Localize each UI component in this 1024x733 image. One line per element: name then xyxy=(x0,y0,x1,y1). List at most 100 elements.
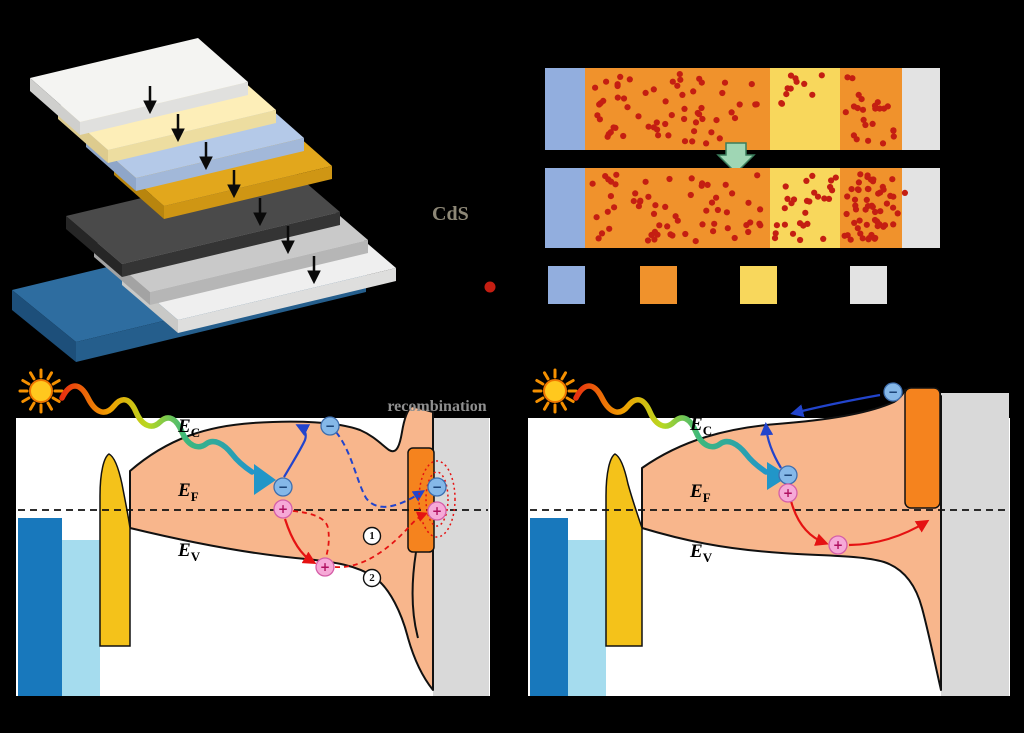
sun-icon xyxy=(532,368,578,414)
electron-collection-arrow xyxy=(790,393,881,418)
cds-nanoparticle-dot xyxy=(844,74,851,81)
cds-nanoparticle-dot xyxy=(681,138,689,145)
cds-nanoparticle-dot xyxy=(872,208,879,216)
hole-trap-path xyxy=(292,510,330,558)
cds-nanoparticle-dot xyxy=(692,119,700,126)
cds-nanoparticle-dot xyxy=(677,76,684,83)
cds-nanoparticle-dot xyxy=(736,101,743,108)
photon-arrowhead-icon xyxy=(767,462,789,490)
film-segment-blue xyxy=(545,68,585,150)
photon-arrowhead-icon xyxy=(254,464,276,495)
cds-nanoparticle-dot xyxy=(710,228,717,235)
fermi-level-label: EF xyxy=(689,481,711,505)
cds-nanoparticle-dot xyxy=(788,200,795,207)
film-bar-after xyxy=(545,168,940,248)
cds-nanoparticle-dot xyxy=(637,198,644,205)
cds-nanoparticle-dot xyxy=(852,206,860,213)
buffer-bar xyxy=(62,540,100,696)
cds-nanoparticle-dot xyxy=(863,221,870,228)
cds-nanoparticle-dot xyxy=(782,183,789,190)
cds-nanoparticle-dot xyxy=(890,221,897,228)
hole-collection-arrow xyxy=(848,519,930,547)
cds-nanoparticle-dot xyxy=(635,113,642,120)
cds-nanoparticle-dot xyxy=(890,133,897,140)
cds-nanoparticle-dot xyxy=(894,210,901,217)
absorber-band-region xyxy=(641,389,942,691)
stack-layer-white-top xyxy=(30,38,248,135)
assembly-arrow-icons xyxy=(143,86,321,285)
svg-text:2: 2 xyxy=(369,572,375,584)
cds-nanoparticle-dot xyxy=(614,94,621,101)
cds-nanoparticle-dot xyxy=(857,171,864,178)
svg-text:−: − xyxy=(432,480,442,494)
cds-nanoparticle-dot xyxy=(645,193,652,200)
cds-nanoparticle-dot xyxy=(890,204,897,211)
cds-band-stripe xyxy=(99,453,131,647)
film-segment-yellow xyxy=(770,68,840,150)
recombination-ellipse-outer xyxy=(418,460,456,538)
cds-nanoparticle-dot xyxy=(868,231,875,239)
back-contact-bar xyxy=(433,418,489,696)
cds-nanoparticle-dot xyxy=(869,120,876,127)
cds-nanoparticle-dot xyxy=(842,109,849,116)
valence-band-label: EV xyxy=(689,541,713,565)
cds-nanoparticle-dot xyxy=(724,225,731,232)
cds-nanoparticle-dot xyxy=(624,104,631,111)
cds-nanoparticle-dot xyxy=(594,112,601,119)
cds-nanoparticle-dot xyxy=(714,206,721,214)
cds-nanoparticle-dot xyxy=(611,204,618,211)
cds-nanoparticle-dot xyxy=(745,199,752,206)
sun-icon xyxy=(18,368,64,414)
cds-nanoparticle-dot xyxy=(698,182,705,189)
cds-nanoparticle-dot xyxy=(880,186,887,193)
cds-band-stripe xyxy=(605,453,643,647)
electron-excitation-arrow xyxy=(283,424,311,478)
electron-icon: − xyxy=(778,465,798,485)
cds-nanoparticle-dot xyxy=(716,135,723,142)
cds-nanoparticle-dot xyxy=(708,199,716,206)
cds-nanoparticle-dot xyxy=(689,138,696,145)
cds-nanoparticle-dot xyxy=(787,72,795,79)
electron-icon: − xyxy=(427,477,447,497)
cds-nanoparticle-dot xyxy=(849,75,856,82)
cds-nanoparticle-dot xyxy=(884,103,891,110)
cds-nanoparticle-dot xyxy=(828,177,835,184)
cds-nanoparticle-dot xyxy=(655,132,662,139)
cds-nanoparticle-dot xyxy=(802,209,809,216)
cds-nanoparticle-dot xyxy=(864,174,871,181)
cds-nanoparticle-dot xyxy=(690,88,697,95)
cds-nanoparticle-dot xyxy=(855,91,862,98)
cds-nanoparticle-dot xyxy=(862,206,869,213)
cds-nanoparticle-dot xyxy=(857,230,864,237)
cds-nanoparticle-dot xyxy=(651,236,658,243)
cds-nanoparticle-dot xyxy=(731,234,738,242)
cds-nanoparticle-dot xyxy=(598,230,606,237)
svg-text:+: + xyxy=(320,560,330,574)
cds-nanoparticle-dot xyxy=(595,235,602,242)
svg-text:−: − xyxy=(278,480,288,494)
cds-nanoparticle-dot xyxy=(806,198,813,205)
cds-nanoparticle-dot xyxy=(773,222,780,229)
cds-nanoparticle-dot xyxy=(841,232,848,239)
cds-nanoparticle-dot xyxy=(653,119,660,126)
electron-excitation-arrow xyxy=(760,422,782,469)
cds-nanoparticle-dot xyxy=(752,101,759,108)
cds-nanoparticle-dot xyxy=(874,99,881,106)
cds-nanoparticle-dot xyxy=(864,185,871,192)
cds-nanoparticle-dot xyxy=(612,124,619,131)
cds-nanoparticle-dot xyxy=(789,230,797,237)
cds-nanoparticle-dot xyxy=(652,202,659,209)
electron-icon: − xyxy=(320,416,340,436)
cds-nanoparticle-dot xyxy=(784,195,791,202)
cds-nanoparticle-dot xyxy=(604,208,611,215)
cds-nanoparticle-dot xyxy=(875,190,882,197)
hole-icon: + xyxy=(778,483,798,503)
cds-nanoparticle-dot xyxy=(668,112,675,119)
cds-nanoparticle-dot xyxy=(662,98,669,105)
cds-nanoparticle-dot xyxy=(669,232,676,239)
cds-nanoparticle-dot xyxy=(847,236,854,243)
cds-nanoparticle-dot xyxy=(901,189,908,196)
cds-nanoparticle-dot xyxy=(778,100,785,107)
cds-nanoparticle-dot xyxy=(829,187,836,194)
cds-nanoparticle-dot xyxy=(854,225,861,232)
